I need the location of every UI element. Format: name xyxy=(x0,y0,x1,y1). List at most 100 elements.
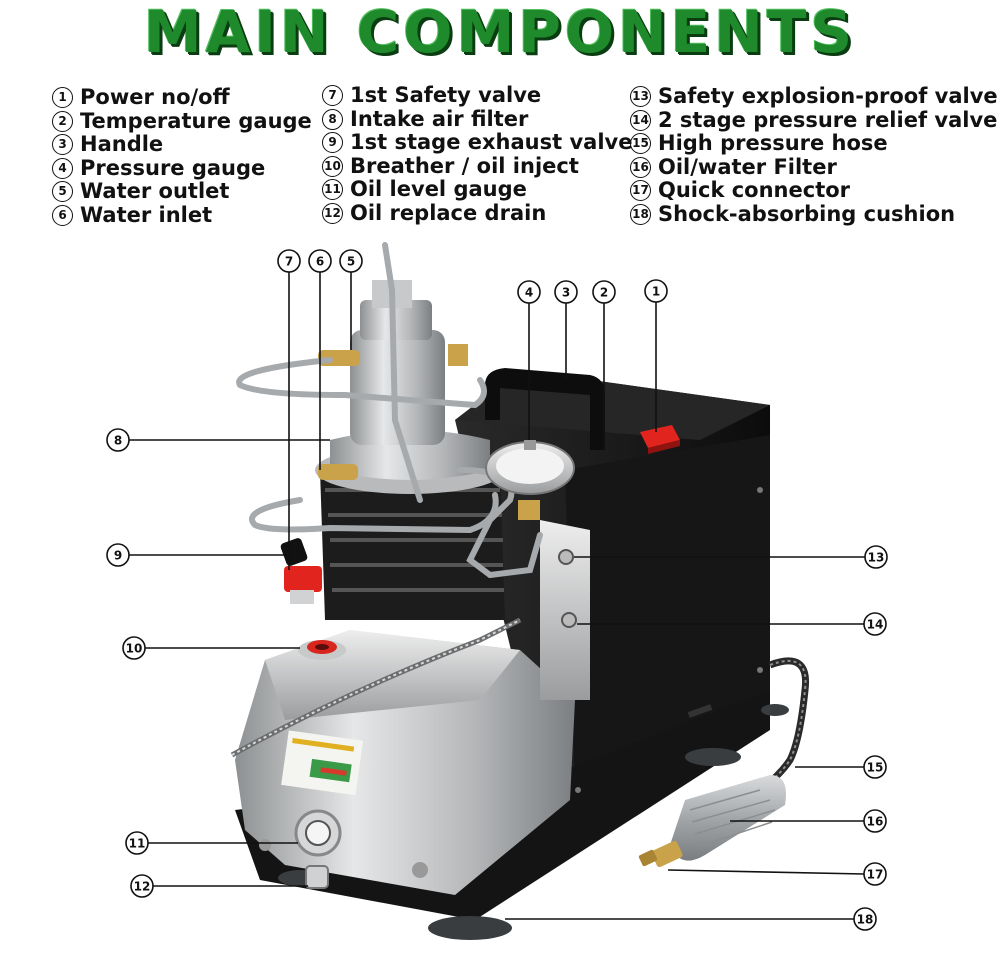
callout-number: 6 xyxy=(316,255,324,269)
power-switch xyxy=(640,425,680,454)
legend-item: 17 Quick connector xyxy=(630,178,998,203)
legend-label: High pressure hose xyxy=(658,131,888,155)
legend-label: 1st stage exhaust valve xyxy=(350,130,633,154)
callout-marker-8: 8 xyxy=(106,428,130,452)
callout-marker-10: 10 xyxy=(122,636,146,660)
callout-number: 9 xyxy=(114,549,122,563)
legend-number: 3 xyxy=(52,134,73,156)
legend-label: Breather / oil inject xyxy=(350,153,579,178)
callout-number: 10 xyxy=(126,642,143,656)
legend-label: Pressure gauge xyxy=(80,155,266,180)
legend-item: 11 Oil level gauge xyxy=(322,177,632,202)
callout-number: 5 xyxy=(347,255,355,269)
legend-label: Safety explosion-proof valve xyxy=(658,84,998,108)
callout-marker-5: 5 xyxy=(339,249,363,273)
legend-number: 18 xyxy=(630,203,651,225)
quick-connector xyxy=(638,840,683,868)
legend-label: 1st Safety valve xyxy=(350,83,542,107)
callout-marker-9: 9 xyxy=(106,543,130,567)
callout-number: 7 xyxy=(285,255,293,269)
valve-plate xyxy=(540,520,590,700)
legend-label: Oil replace drain xyxy=(350,200,547,225)
pressure-gauge xyxy=(485,440,575,520)
callout-marker-12: 12 xyxy=(130,874,154,898)
legend-label: 2 stage pressure relief valve xyxy=(658,107,998,132)
callout-marker-2: 2 xyxy=(592,280,616,304)
legend-label: Water outlet xyxy=(80,179,230,203)
callout-leaders xyxy=(129,272,865,920)
exhaust-valve-knob xyxy=(280,538,308,566)
legend-number: 10 xyxy=(322,155,343,177)
callout-marker-7: 7 xyxy=(277,249,301,273)
callout-number: 12 xyxy=(134,880,151,894)
legend-item: 18 Shock-absorbing cushion xyxy=(630,201,998,227)
legend-item: 13 Safety explosion-proof valve xyxy=(630,84,998,109)
callout-marker-17: 17 xyxy=(863,862,887,886)
callout-marker-18: 18 xyxy=(853,907,877,931)
legend-label: Shock-absorbing cushion xyxy=(658,201,956,226)
legend-number: 11 xyxy=(322,179,343,201)
legend-number: 17 xyxy=(630,180,651,202)
legend-item: 1 Power no/off xyxy=(52,85,312,110)
legend-item: 12 Oil replace drain xyxy=(322,200,632,226)
callout-marker-3: 3 xyxy=(554,280,578,304)
callout-number: 13 xyxy=(868,551,885,565)
callout-number: 8 xyxy=(114,434,122,448)
callout-marker-11: 11 xyxy=(125,831,149,855)
legend-number: 13 xyxy=(630,86,651,108)
page-title: MAIN COMPONENTS xyxy=(143,0,857,66)
legend-label: Oil level gauge xyxy=(350,177,527,201)
callout-marker-6: 6 xyxy=(308,249,332,273)
callout-marker-4: 4 xyxy=(517,280,541,304)
legend-number: 14 xyxy=(630,109,651,131)
oil-water-filter xyxy=(670,775,786,861)
legend-label: Temperature gauge xyxy=(80,108,312,133)
legend-item: 14 2 stage pressure relief valve xyxy=(630,107,998,133)
legend-number: 7 xyxy=(322,85,343,107)
legend-label: Handle xyxy=(80,132,164,156)
legend-label: Oil/water Filter xyxy=(658,154,837,179)
legend-item: 15 High pressure hose xyxy=(630,131,998,156)
callout-number: 15 xyxy=(867,761,884,775)
callout-number: 17 xyxy=(867,868,884,882)
legend-number: 16 xyxy=(630,156,651,178)
handle xyxy=(485,368,605,450)
legend-item: 16 Oil/water Filter xyxy=(630,154,998,180)
callout-number: 14 xyxy=(867,618,884,632)
legend-label: Power no/off xyxy=(80,85,230,109)
legend-number: 9 xyxy=(322,132,343,154)
callout-number: 2 xyxy=(600,286,608,300)
callout-number: 18 xyxy=(857,913,874,927)
legend-item: 10 Breather / oil inject xyxy=(322,153,632,179)
callout-marker-14: 14 xyxy=(863,612,887,636)
callout-number: 4 xyxy=(525,286,533,300)
legend-column-2: 7 1st Safety valve 8 Intake air filter 9 1st … xyxy=(322,83,633,226)
leader-line-17 xyxy=(667,869,865,875)
legend-number: 12 xyxy=(322,202,343,224)
callout-number: 16 xyxy=(867,815,884,829)
callout-marker-13: 13 xyxy=(864,545,888,569)
legend-number: 8 xyxy=(322,108,343,130)
oil-drain xyxy=(305,865,329,889)
legend-item: 9 1st stage exhaust valve xyxy=(322,130,633,155)
legend-item: 8 Intake air filter xyxy=(322,106,632,132)
legend-number: 15 xyxy=(630,133,651,155)
breather-cap xyxy=(298,640,346,660)
legend-column-3: 13 Safety explosion-proof valve 14 2 stage … xyxy=(630,84,998,227)
callout-number: 3 xyxy=(562,286,570,300)
legend-number: 1 xyxy=(52,87,73,109)
callout-number: 1 xyxy=(652,285,660,299)
callout-number: 11 xyxy=(129,837,146,851)
legend-label: Intake air filter xyxy=(350,106,529,131)
legend-item: 7 1st Safety valve xyxy=(322,83,632,108)
callout-marker-15: 15 xyxy=(863,755,887,779)
legend-label: Quick connector xyxy=(658,178,851,202)
oil-level-gauge xyxy=(294,809,342,857)
